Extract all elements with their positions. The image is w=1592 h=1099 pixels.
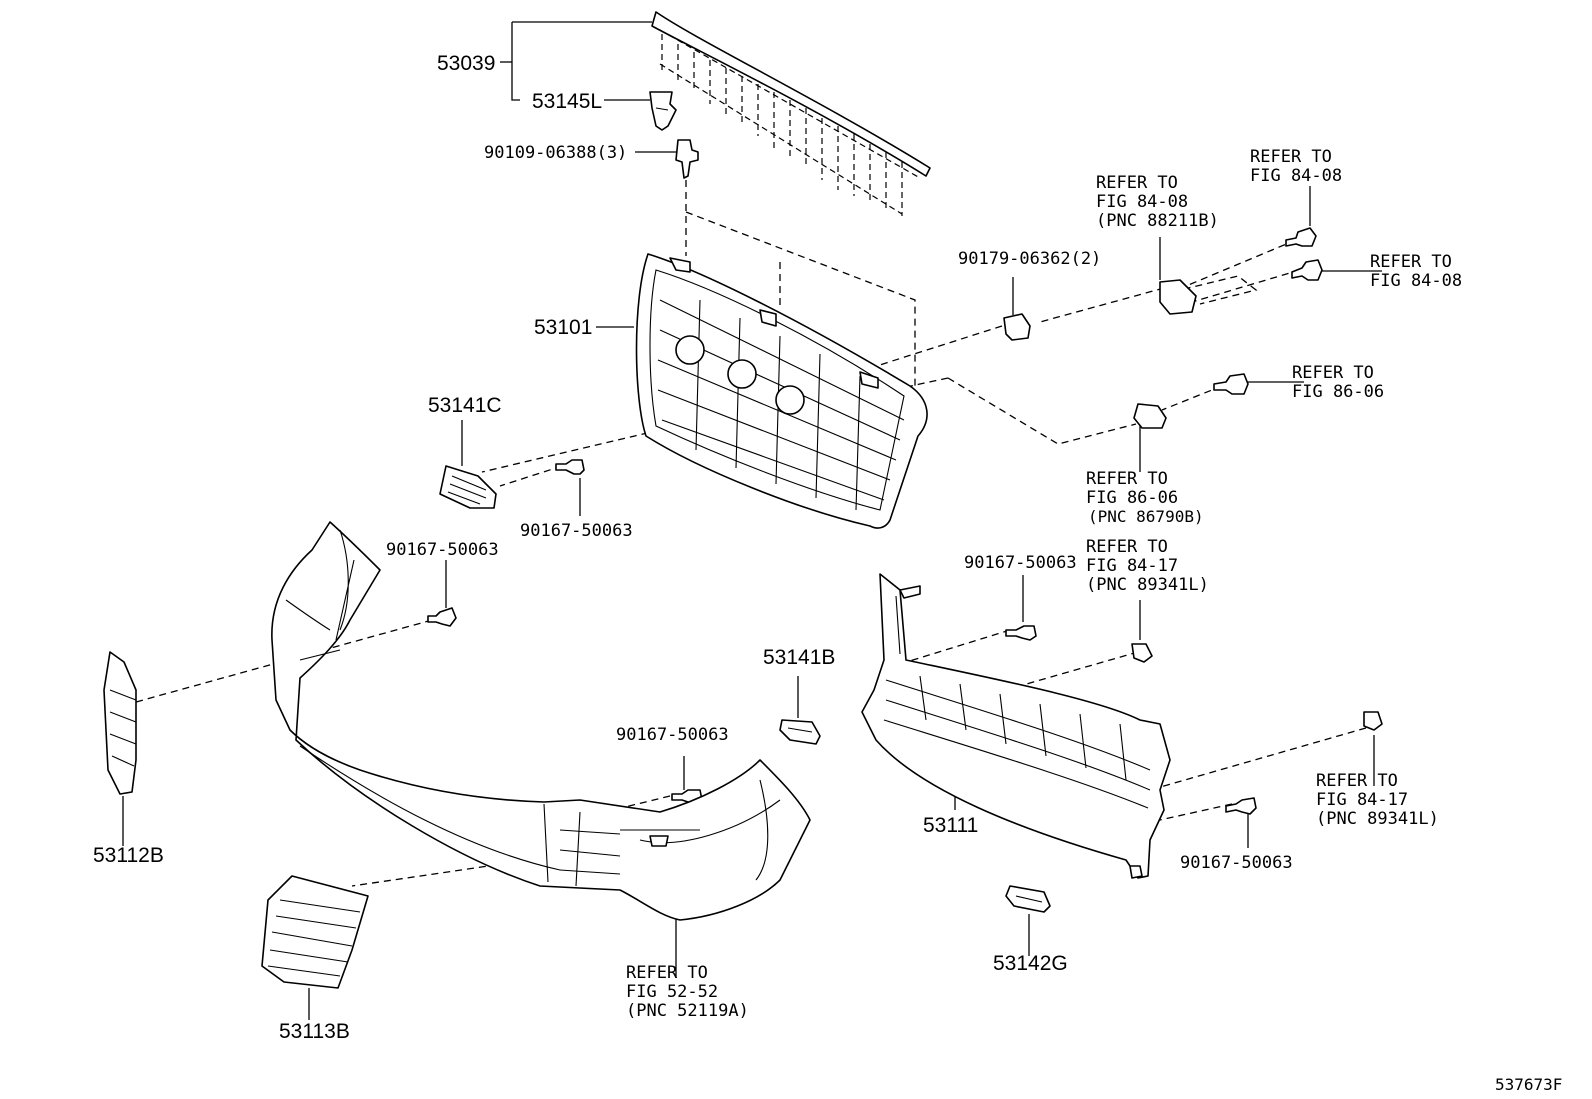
label-90167-50063-d: 90167-50063 [616, 725, 729, 745]
label-53141C: 53141C [428, 394, 502, 417]
clips-89341L-drawing [1131, 643, 1383, 731]
label-90167-50063-c: 90167-50063 [964, 553, 1077, 573]
refer-89341L-a-line2: FIG 84-17 [1086, 556, 1178, 576]
molding-53039-drawing [651, 11, 931, 216]
refer-89341L-a-line3: (PNC 89341L) [1086, 575, 1209, 595]
refer-89341L-b-line2: FIG 84-17 [1316, 790, 1408, 810]
bumper-cover-drawing [271, 521, 811, 921]
grille-53112B-drawing [103, 651, 137, 795]
label-53101: 53101 [534, 316, 592, 339]
refer-88211B-line2: FIG 84-08 [1096, 192, 1188, 212]
figure-id: 537673F [1495, 1075, 1562, 1094]
bracket-53141B-drawing [779, 719, 821, 745]
refer-86790B-line2: FIG 86-06 [1086, 488, 1178, 508]
label-53113B: 53113B [279, 1020, 350, 1043]
bracket-53142G-drawing [1005, 885, 1051, 913]
refer-52119A-line2: FIG 52-52 [626, 982, 718, 1002]
label-90179-06362: 90179-06362(2) [958, 249, 1101, 269]
part-86790B-drawing [1133, 373, 1249, 429]
clip-53145L-drawing [649, 91, 677, 131]
label-90167-50063-b: 90167-50063 [386, 540, 499, 560]
refer-86-06-a-line1: REFER TO [1292, 363, 1374, 383]
screw-90109-drawing [675, 139, 699, 179]
refer-52119A-line3: (PNC 52119A) [626, 1001, 749, 1021]
refer-89341L-a-line1: REFER TO [1086, 537, 1168, 557]
refer-86-06-a-line2: FIG 86-06 [1292, 382, 1384, 402]
label-53141B: 53141B [763, 646, 835, 669]
label-53142G: 53142G [993, 952, 1068, 975]
sensor-88211B-drawing [1159, 227, 1323, 315]
refer-52119A-line1: REFER TO [626, 963, 708, 983]
label-90109-06388: 90109-06388(3) [484, 143, 627, 163]
screws-90167-drawing [427, 459, 1257, 815]
label-90167-50063-a: 90167-50063 [520, 521, 633, 541]
grille-53113B-drawing [261, 875, 369, 989]
refer-84-08-b-line2: FIG 84-08 [1370, 271, 1462, 291]
refer-86790B-line1: REFER TO [1086, 469, 1168, 489]
grille-53111-drawing [861, 573, 1171, 879]
bracket-53141C-drawing [439, 465, 497, 509]
refer-84-08-a-line2: FIG 84-08 [1250, 166, 1342, 186]
refer-89341L-b-line3: (PNC 89341L) [1316, 809, 1439, 829]
nut-90179-drawing [1003, 313, 1031, 341]
label-53112B: 53112B [93, 844, 164, 867]
refer-to-notes: REFER TO FIG 84-08 (PNC 88211B) REFER TO… [626, 147, 1462, 1021]
grille-53101-drawing [635, 253, 928, 529]
refer-86790B-line3: (PNC 86790B) [1088, 507, 1204, 526]
refer-84-08-b-line1: REFER TO [1370, 252, 1452, 272]
label-53039: 53039 [437, 52, 495, 75]
part-labels: 53039 53145L 90109-06388(3) 53101 53141C… [93, 52, 1562, 1094]
label-53111: 53111 [923, 814, 978, 837]
refer-88211B-line3: (PNC 88211B) [1096, 211, 1219, 231]
refer-89341L-b-line1: REFER TO [1316, 771, 1398, 791]
label-90167-50063-e: 90167-50063 [1180, 853, 1293, 873]
refer-84-08-a-line1: REFER TO [1250, 147, 1332, 167]
refer-88211B-line1: REFER TO [1096, 173, 1178, 193]
label-53145L: 53145L [532, 90, 602, 113]
leader-lines [122, 21, 1382, 1020]
